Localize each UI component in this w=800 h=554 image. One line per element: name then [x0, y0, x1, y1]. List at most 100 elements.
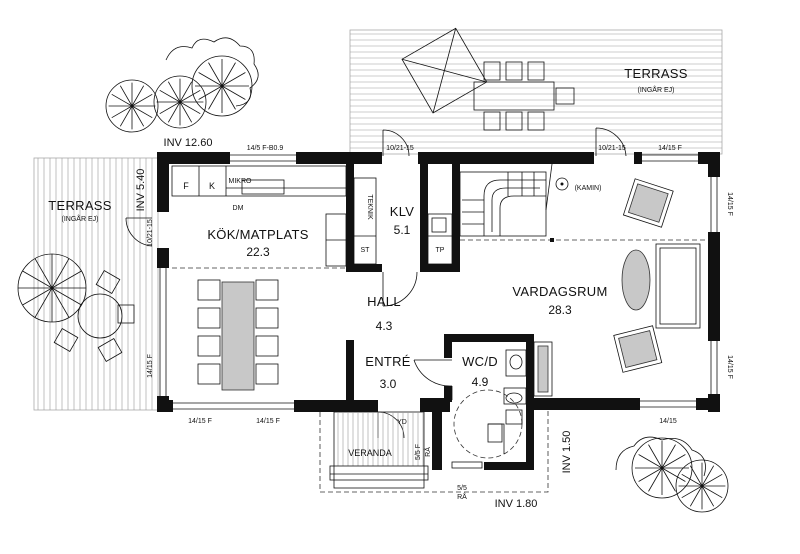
tree-branch	[131, 105, 153, 119]
tree-branch	[638, 454, 663, 469]
tree-branch	[159, 89, 181, 103]
terrace-top-name: TERRASS	[624, 66, 688, 81]
tree-branch	[221, 62, 236, 87]
room-area-closet: 5.1	[394, 223, 411, 237]
tree-canopy	[105, 79, 159, 133]
terrace-chair	[95, 270, 121, 294]
win-top-klv: 10/21-15	[386, 145, 414, 152]
win-entry-door-v2: RÅ	[423, 447, 432, 457]
tp-label: TP	[436, 247, 445, 254]
tree-branch	[198, 72, 223, 87]
tree-branch	[701, 485, 723, 499]
staircase	[459, 171, 547, 237]
tree-branch	[111, 105, 133, 119]
room-name-closet: KLV	[390, 204, 415, 219]
freezer-label: K	[209, 181, 215, 191]
room-name-living: VARDAGSRUM	[512, 284, 607, 299]
level-bottom: INV 1.80	[495, 498, 538, 510]
terrace-left-name: TERRASS	[48, 198, 112, 213]
top-terrace-deck	[349, 29, 723, 155]
tree-branch	[159, 101, 181, 115]
level-right: INV 1.50	[561, 431, 573, 474]
top-terrace-furniture	[401, 27, 575, 131]
terrace-top-note: (INGÅR EJ)	[638, 85, 675, 94]
room-name-hall: HALL	[367, 294, 401, 309]
trees	[105, 37, 729, 513]
terrace-chair	[527, 61, 545, 81]
fireplace-label: (KAMIN)	[575, 185, 602, 192]
tech-label: TEKNIK	[366, 194, 373, 220]
exterior-walls	[157, 152, 720, 412]
tree-branch	[681, 473, 703, 487]
tree-branch	[701, 473, 723, 487]
terrace-chair	[505, 111, 523, 131]
tree-branch	[648, 444, 663, 469]
terrace-chair	[97, 338, 123, 362]
umbrella-rib	[34, 258, 53, 289]
win-entry-door-v: 5/5 F	[415, 444, 422, 460]
win-bottom-left: 14/15 F	[188, 418, 212, 425]
windows	[159, 154, 718, 410]
dining-chair	[255, 335, 279, 357]
tree-branch	[119, 85, 133, 107]
tree-branch	[689, 485, 703, 507]
tree-branch	[167, 101, 181, 123]
dining-chair	[197, 279, 221, 301]
win-top-living-door: 10/21-15	[598, 145, 626, 152]
tree-branch	[648, 467, 663, 492]
veranda	[319, 410, 549, 493]
tree-branch	[681, 485, 703, 499]
tech-room	[353, 177, 453, 265]
terrace-chair	[117, 304, 135, 324]
terrace-chair	[527, 111, 545, 131]
tree-branch	[701, 485, 715, 507]
tree-branch	[131, 85, 145, 107]
tree-branch	[661, 444, 676, 469]
umbrella-rib	[51, 287, 70, 318]
room-boundaries	[172, 238, 708, 269]
terrace-chair	[505, 61, 523, 81]
dining-chair	[255, 279, 279, 301]
win-right-lower: 14/15 F	[726, 355, 733, 379]
win-top-living: 14/15 F	[658, 145, 682, 152]
tree-branch	[179, 101, 201, 115]
umbrella-rib	[22, 287, 53, 306]
win-entry-bottom2: RÅ	[457, 492, 467, 501]
terrace-chair	[483, 61, 501, 81]
labels: KÖK/MATPLATS 22.3 KLV 5.1 VARDAGSRUM 28.…	[48, 66, 733, 510]
room-name-wc: WC/D	[462, 354, 498, 369]
tree-branch	[131, 93, 153, 107]
tree-branch	[701, 465, 715, 487]
umbrella-rib	[51, 287, 82, 306]
shrub-outline	[615, 436, 706, 477]
umbrella-rib	[51, 258, 70, 289]
tree-branch	[661, 467, 686, 482]
microwave-label: MIKRO	[229, 178, 253, 185]
win-bottom-right: 14/15	[659, 418, 677, 425]
tree-canopy	[153, 75, 207, 129]
dining-table	[197, 279, 279, 391]
tree-branch	[179, 81, 193, 103]
tree-branch	[179, 89, 201, 103]
shrub-outline	[165, 37, 259, 107]
dining-chair	[255, 307, 279, 329]
tree-branch	[638, 467, 663, 482]
yd-label: YD	[397, 419, 407, 426]
terrace-chair	[483, 111, 501, 131]
tree-branch	[179, 101, 193, 123]
tree-branch	[119, 105, 133, 127]
tree-branch	[111, 93, 133, 107]
tree-branch	[208, 62, 223, 87]
level-top-left: INV 12.60	[164, 137, 213, 149]
dishwasher-label: DM	[233, 205, 244, 212]
room-name-entry: ENTRÉ	[365, 354, 411, 369]
veranda-label: VERANDA	[348, 448, 392, 458]
interior-walls	[346, 164, 534, 470]
tree-branch	[221, 85, 236, 110]
terrace-chair	[555, 87, 575, 105]
dining-chair	[197, 335, 221, 357]
tree-branch	[689, 465, 703, 487]
tree-branch	[131, 105, 145, 127]
umbrella-rib	[22, 270, 53, 289]
